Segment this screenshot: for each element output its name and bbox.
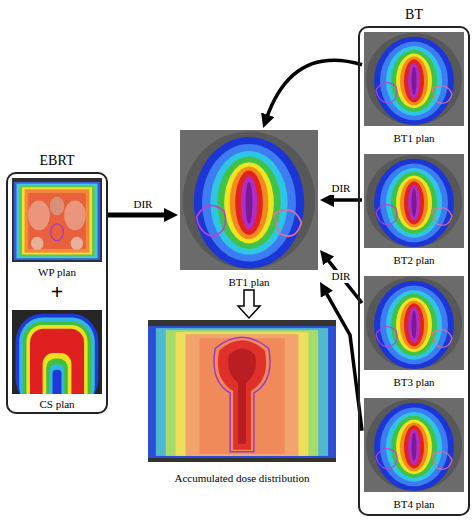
dir-arrow bbox=[324, 290, 362, 431]
dose-plan: BT1 plan bbox=[178, 128, 320, 290]
dose-plan: BT3 plan bbox=[362, 274, 466, 390]
hollow-arrow bbox=[238, 290, 260, 318]
plan-label: WP plan bbox=[10, 266, 104, 279]
bt-plan-image bbox=[364, 32, 464, 126]
dose-plan: BT1 plan bbox=[362, 30, 466, 146]
plan-label: Accumulated dose distribution bbox=[146, 472, 338, 485]
plan-label: BT1 plan bbox=[178, 276, 320, 289]
dose-plan: Accumulated dose distribution bbox=[146, 318, 338, 486]
plan-label: BT3 plan bbox=[362, 376, 466, 389]
dose-plan: WP plan bbox=[10, 176, 104, 280]
plan-label: CS plan bbox=[10, 398, 104, 411]
edge-label: DIR bbox=[330, 270, 353, 283]
dose-plan: BT4 plan bbox=[362, 396, 466, 512]
dir-arrow bbox=[266, 60, 362, 119]
bt-plan-image bbox=[364, 398, 464, 492]
bt-plan-image bbox=[180, 130, 318, 270]
edge-label: DIR bbox=[330, 182, 353, 195]
plan-label: BT1 plan bbox=[362, 132, 466, 145]
wp-plan-image bbox=[12, 178, 102, 262]
plan-label: BT2 plan bbox=[362, 254, 466, 267]
accumulated-image bbox=[148, 320, 336, 462]
bt-plan-image bbox=[364, 154, 464, 248]
edge-label: DIR bbox=[132, 198, 155, 211]
group-panel: BTBT1 planBT2 planBT3 planBT4 plan bbox=[358, 26, 470, 516]
dir-arrow bbox=[326, 257, 362, 303]
plan-label: BT4 plan bbox=[362, 498, 466, 511]
dose-plan: BT2 plan bbox=[362, 152, 466, 268]
panel-title: EBRT bbox=[8, 153, 106, 169]
dose-plan: CS plan bbox=[10, 308, 104, 412]
panel-title: BT bbox=[360, 7, 468, 23]
bt-plan-image bbox=[364, 276, 464, 370]
plus-sign: + bbox=[6, 281, 108, 303]
dir-arrow bbox=[108, 213, 169, 218]
